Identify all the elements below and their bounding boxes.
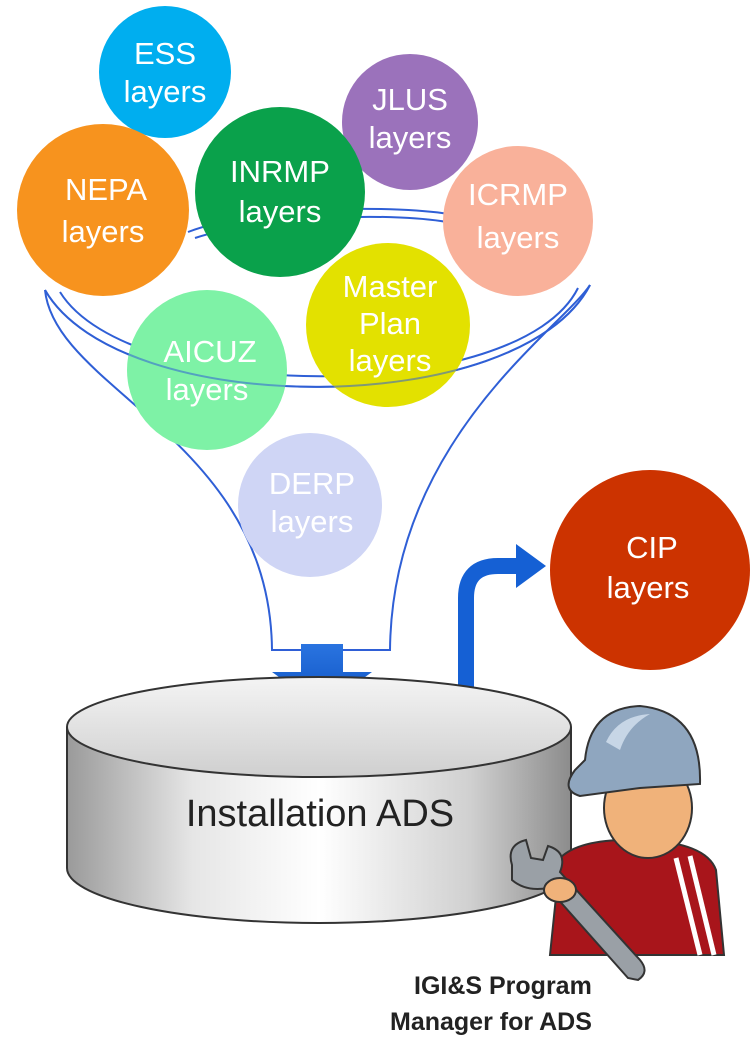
bubble-ess: ESS layers [99,6,231,138]
bubble-aicuz: AICUZ layers [127,290,287,450]
bubble-cip-line2: layers [607,570,690,605]
bubble-jlus: JLUS layers [342,54,478,190]
funnel-rim-overlay [44,284,591,388]
bubble-master-line2: Plan [359,306,421,341]
bubble-derp-line1: DERP [269,466,355,501]
bubble-ess-line1: ESS [134,36,196,71]
database-cylinder: Installation ADS [66,676,572,924]
bubble-derp: DERP layers [238,433,382,577]
bubble-jlus-circle [342,54,478,190]
bubble-derp-line2: layers [271,504,354,539]
wrench-icon [509,838,646,982]
manager-cap [567,704,702,798]
manager-hand [543,877,577,903]
funnel-outline [44,284,591,651]
output-arrow-head [516,544,546,588]
bubble-icrmp: ICRMP layers [443,146,593,296]
funnel-rim-inner [59,287,579,378]
bubble-jlus-line1: JLUS [372,82,448,117]
bubble-ess-circle [99,6,231,138]
bubble-nepa: NEPA layers [17,124,189,296]
bubble-inrmp-line1: INRMP [230,154,330,189]
down-arrow [272,644,372,708]
bubble-cip-line1: CIP [626,530,678,565]
manager-stripe-2 [687,855,717,956]
bubble-master-line3: layers [349,343,432,378]
bubble-jlus-line2: layers [369,120,452,155]
bubble-derp-circle [238,433,382,577]
output-arrow [458,558,518,716]
bubble-master: Master Plan layers [306,243,470,407]
bubble-inrmp-line2: layers [239,194,322,229]
bubble-nepa-circle [17,124,189,296]
bubble-icrmp-line2: layers [477,220,560,255]
bubble-ess-line2: layers [124,74,207,109]
bubble-cip: CIP layers [550,470,750,670]
bubble-inrmp-circle [195,107,365,277]
manager-stripe [673,857,703,956]
bubble-aicuz-circle [127,290,287,450]
bubble-master-line1: Master [343,269,438,304]
bubble-nepa-line2: layers [62,214,145,249]
database-label: Installation ADS [186,793,454,835]
manager-cap-shine [606,714,650,750]
bubble-master-circle [306,243,470,407]
bubble-aicuz-line1: AICUZ [164,334,257,369]
manager-figure [509,704,726,982]
bubble-icrmp-circle [443,146,593,296]
manager-caption-line1: IGI&S Program [414,972,592,1000]
database-top [66,676,572,778]
manager-caption-line2: Manager for ADS [390,1008,592,1036]
bubble-icrmp-line1: ICRMP [468,177,568,212]
bubble-inrmp: INRMP layers [195,107,365,277]
bubble-nepa-line1: NEPA [65,172,147,207]
bubble-cip-circle [550,470,750,670]
